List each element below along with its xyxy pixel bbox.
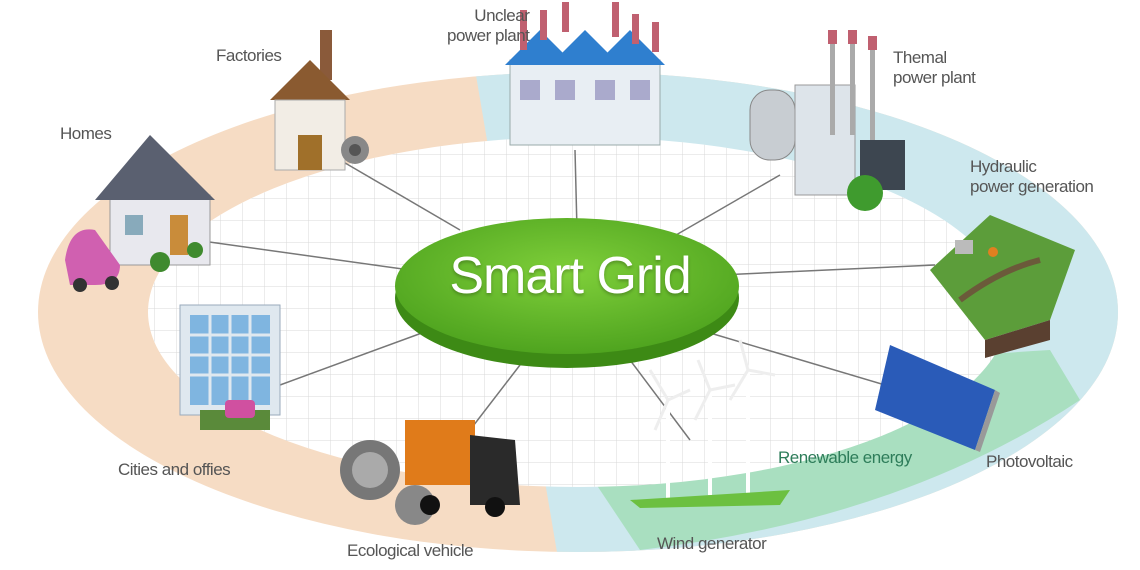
label-line: power plant [447,26,530,45]
label-line: Unclear [474,6,530,25]
wind-turbine-icon [630,339,790,508]
label-wind-generator: Wind generator [657,534,767,553]
label-line: Hydraulic [970,157,1037,176]
office-building-icon [179,304,281,430]
label-thermal-power-plant: Themal power plant [893,48,976,88]
thermal-plant-icon [749,30,905,211]
label-ecological-vehicle: Ecological vehicle [347,541,474,560]
label-homes: Homes [60,124,112,143]
factory-icon [270,30,369,171]
house-icon [65,135,215,292]
hydro-dam-icon [930,215,1075,358]
label-factories: Factories [216,46,282,65]
truck-icon [340,420,520,525]
solar-panel-icon [875,345,1000,452]
label-cities-and-offices: Cities and offies [118,460,231,479]
label-unclear-power-plant: Unclear power plant [447,6,530,46]
label-line: Themal [893,48,947,67]
label-line: power plant [893,68,976,87]
connector-lines [194,149,936,441]
nuclear-plant-icon [505,2,665,146]
hub-disc [395,218,739,354]
hub-title: Smart Grid [449,247,691,305]
label-renewable-energy: Renewable energy [778,448,912,467]
label-line: power generation [970,177,1094,196]
label-hydraulic-power-generation: Hydraulic power generation [970,157,1094,197]
label-photovoltaic: Photovoltaic [986,452,1073,471]
